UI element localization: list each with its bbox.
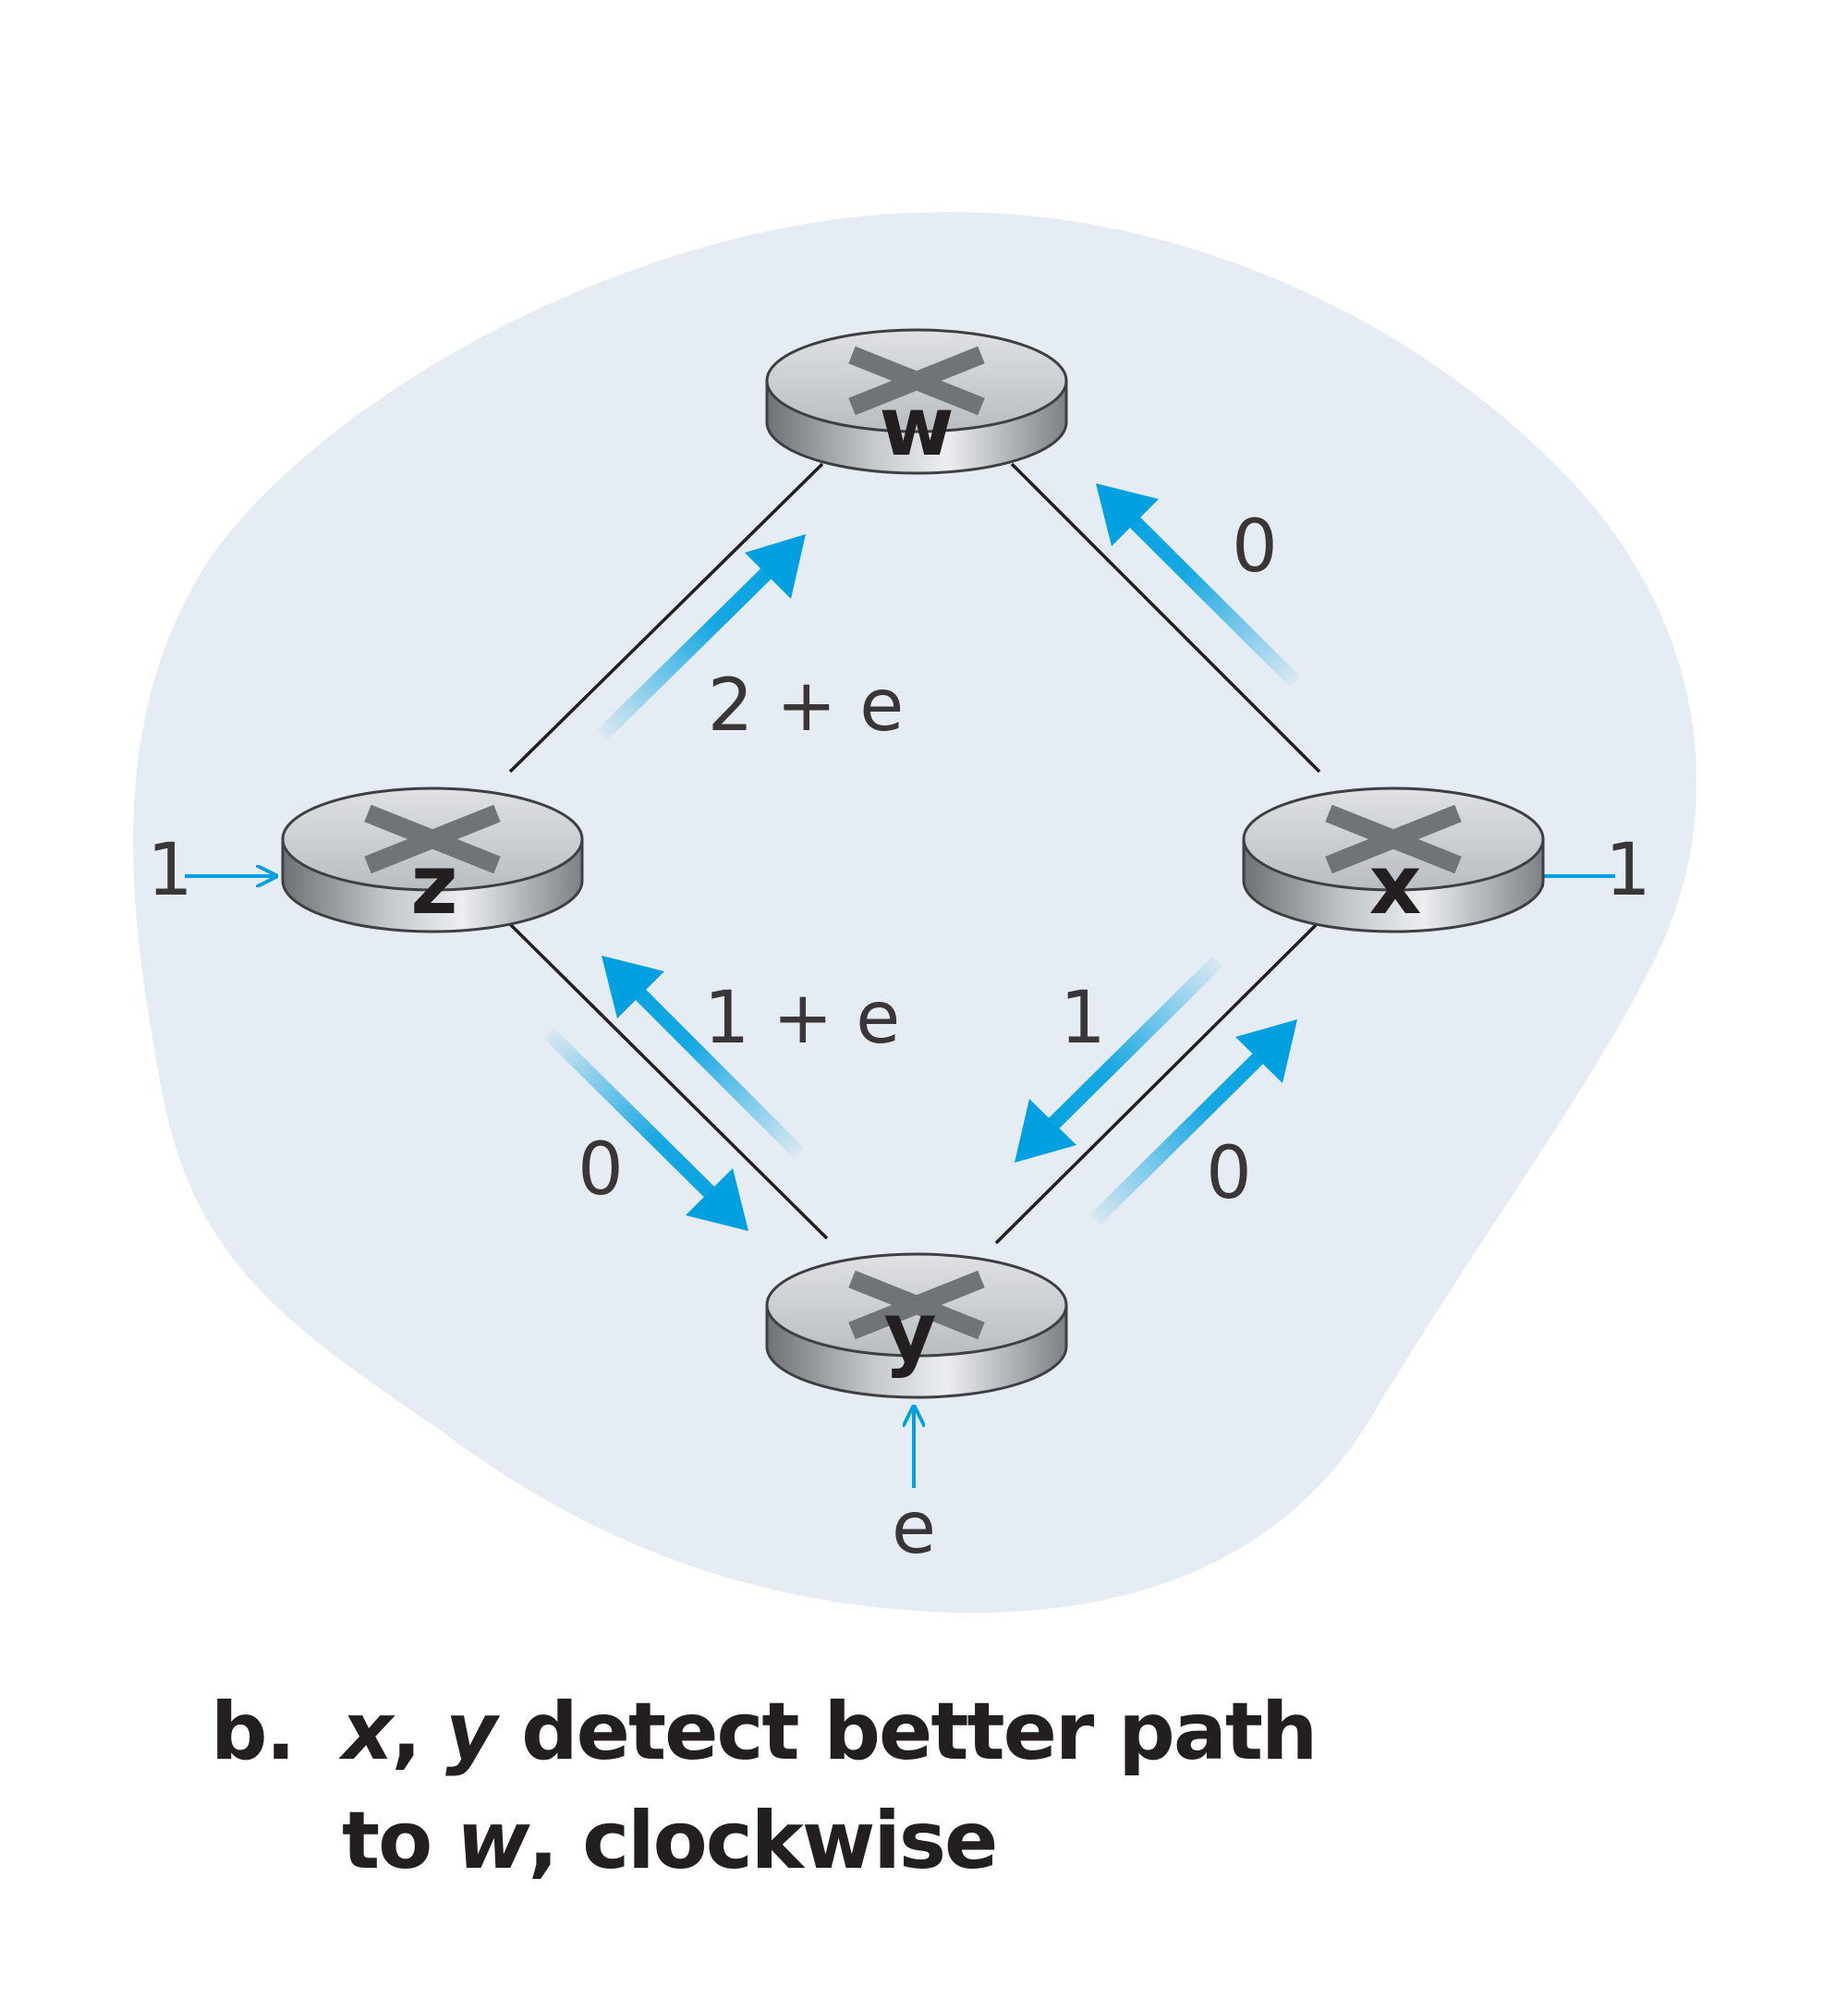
node-label-x: x bbox=[1369, 837, 1422, 932]
link-z-y bbox=[508, 922, 829, 1240]
label-y-z: 1 + e bbox=[704, 977, 901, 1060]
arrow-z-to-w bbox=[597, 534, 806, 740]
router-x bbox=[1242, 786, 1545, 933]
link-y-x bbox=[994, 922, 1319, 1245]
demand-label-y: e bbox=[892, 1487, 936, 1570]
node-label-w: w bbox=[879, 379, 954, 474]
router-y bbox=[765, 1252, 1068, 1399]
network-region bbox=[132, 212, 1697, 1614]
links bbox=[508, 462, 1321, 1245]
router-w bbox=[765, 328, 1068, 475]
link-w-x bbox=[1010, 462, 1321, 774]
arrow-x-to-w bbox=[1096, 483, 1301, 688]
caption-separator: , bbox=[391, 1686, 446, 1778]
router-cross-icon bbox=[848, 346, 985, 416]
arrow-y-to-z bbox=[602, 956, 805, 1159]
caption-line-2-prefix: to bbox=[342, 1795, 457, 1887]
figure-caption: b. x, y detect better path to w, clockwis… bbox=[211, 1677, 1318, 1895]
label-x-w: 0 bbox=[1232, 506, 1278, 589]
arrow-x-to-y bbox=[1015, 956, 1223, 1163]
label-x-y: 1 bbox=[1060, 977, 1106, 1060]
label-z-y: 0 bbox=[578, 1128, 624, 1212]
flow-arrows bbox=[543, 483, 1301, 1231]
label-y-x: 0 bbox=[1206, 1132, 1252, 1215]
router-cross-icon bbox=[848, 1270, 985, 1340]
demand-label-z: 1 bbox=[147, 829, 193, 912]
demand-label-x: 1 bbox=[1605, 829, 1651, 912]
router-cross-icon bbox=[364, 804, 501, 874]
caption-italic-w: w bbox=[456, 1795, 529, 1887]
caption-line-1: b. x, y detect better path bbox=[211, 1677, 1318, 1786]
caption-line-2-rest: , clockwise bbox=[528, 1795, 999, 1887]
label-z-w: 2 + e bbox=[708, 664, 905, 748]
node-label-y: y bbox=[883, 1285, 936, 1380]
caption-line-2: to w, clockwise bbox=[211, 1786, 1316, 1895]
arrow-y-to-x bbox=[1089, 1019, 1297, 1225]
router-cross-icon bbox=[1325, 804, 1462, 874]
caption-line-1-rest: detect better path bbox=[495, 1686, 1318, 1778]
caption-tag: b. bbox=[211, 1686, 296, 1778]
node-label-z: z bbox=[410, 837, 457, 932]
caption-italic-y: y bbox=[445, 1686, 497, 1778]
link-z-w bbox=[508, 462, 824, 774]
router-z bbox=[281, 786, 584, 933]
caption-italic-x: x bbox=[342, 1686, 394, 1778]
arrow-z-to-y bbox=[543, 1028, 748, 1231]
